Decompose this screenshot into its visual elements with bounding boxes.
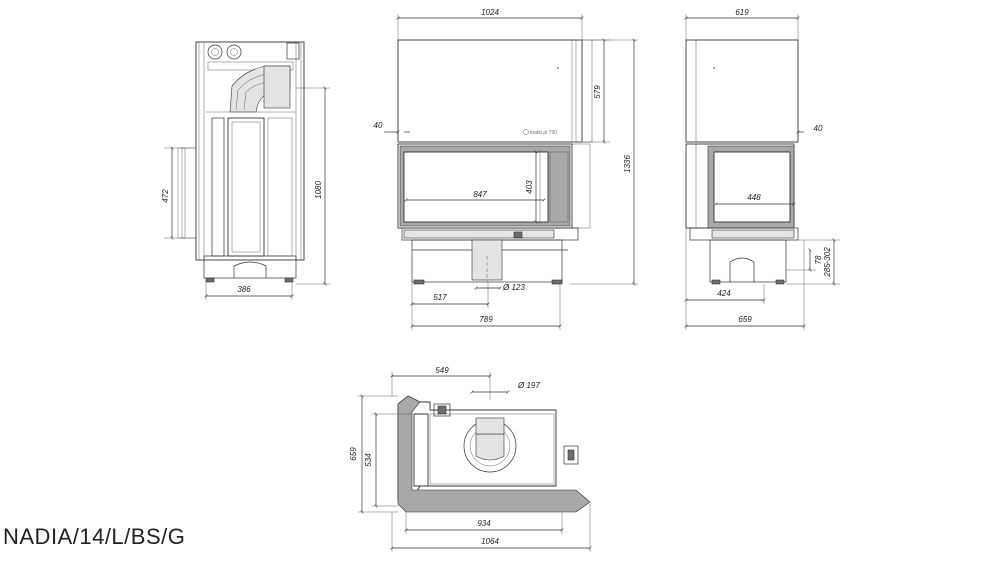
dim-659-top: 659 [349, 447, 358, 461]
model-label: NADIA/14/L/BS/G [3, 524, 186, 549]
front-view [384, 14, 638, 330]
dim-1080: 1080 [314, 181, 323, 199]
dim-1064: 1064 [481, 537, 499, 546]
dim-549: 549 [435, 366, 449, 375]
dim-40-front: 40 [374, 121, 383, 130]
dim-40-right: 40 [814, 124, 823, 133]
glass-brand-label: kratki.pl 790 [530, 130, 557, 136]
dim-1336: 1336 [623, 155, 632, 173]
dim-424: 424 [717, 289, 731, 298]
dim-403: 403 [525, 180, 534, 194]
dim-579: 579 [593, 85, 602, 99]
dim-619: 619 [735, 8, 749, 17]
dim-285-302: 285-302 [823, 247, 832, 278]
dim-789: 789 [479, 315, 493, 324]
dim-386: 386 [237, 285, 251, 294]
dim-472: 472 [161, 189, 170, 203]
dim-534: 534 [364, 453, 373, 467]
side-view-right [684, 14, 840, 330]
dim-659-right: 659 [738, 315, 752, 324]
dim-934: 934 [477, 519, 491, 528]
dim-517: 517 [433, 293, 447, 302]
side-view-left [164, 41, 330, 300]
dim-1024: 1024 [481, 8, 499, 17]
dim-diameter-197: Ø 197 [517, 381, 540, 390]
dim-diameter-123: Ø 123 [502, 283, 525, 292]
dim-847: 847 [473, 190, 487, 199]
dim-448: 448 [747, 193, 761, 202]
dim-78: 78 [814, 255, 823, 264]
top-view [358, 372, 592, 552]
